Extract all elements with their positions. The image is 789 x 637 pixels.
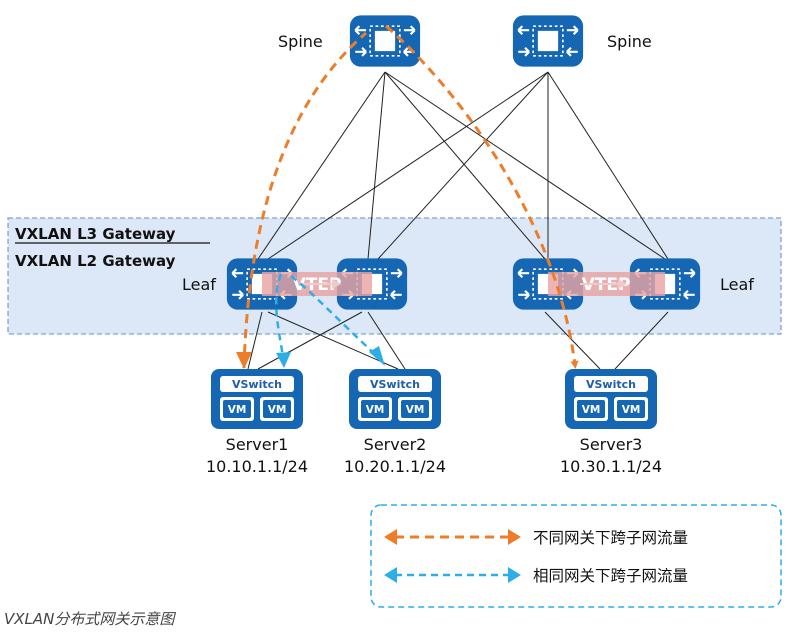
same-gateway-flow-path xyxy=(274,273,285,358)
same-gateway-flow-path xyxy=(290,275,379,358)
legend-box xyxy=(370,504,782,608)
server-ip: 10.20.1.1/24 xyxy=(344,457,446,476)
leaf-label: Leaf xyxy=(182,275,216,294)
vtep-internal-arrow xyxy=(618,279,627,289)
same-gateway-flow-arrowhead xyxy=(369,346,385,366)
vswitch-label: VSwitch xyxy=(370,378,420,391)
legend-orange-swatch xyxy=(384,529,521,545)
vm-label: VM xyxy=(622,404,641,416)
l3-gateway-label: VXLAN L3 Gateway xyxy=(15,225,176,243)
server-name: Server2 xyxy=(364,435,427,454)
server-2[interactable]: VSwitch VM VM xyxy=(349,369,441,429)
cross-gateway-flow-path xyxy=(242,24,575,368)
server-ip: 10.30.1.1/24 xyxy=(560,457,662,476)
vswitch-label: VSwitch xyxy=(586,378,636,391)
vm-label: VM xyxy=(268,404,287,416)
server-ip: 10.10.1.1/24 xyxy=(206,457,308,476)
vm-label: VM xyxy=(366,404,385,416)
spine-leaf-links xyxy=(257,71,669,260)
server-1[interactable]: VSwitch VM VM xyxy=(211,369,303,429)
spine-label: Spine xyxy=(607,32,652,51)
spine-switch[interactable] xyxy=(348,14,422,68)
legend-same-gateway: 相同网关下跨子网流量 xyxy=(533,567,688,585)
vswitch-label: VSwitch xyxy=(232,378,282,391)
server-3[interactable]: VSwitch VM VM xyxy=(565,369,657,429)
server-name: Server3 xyxy=(580,435,643,454)
legend-blue-swatch xyxy=(384,567,521,583)
server-name: Server1 xyxy=(226,435,289,454)
same-gateway-flow-arrowhead xyxy=(276,352,291,368)
cross-gateway-flow-arrowhead xyxy=(236,352,252,369)
leaf-label: Leaf xyxy=(720,275,754,294)
spine-label: Spine xyxy=(278,32,323,51)
leaf-server-links xyxy=(247,311,669,370)
legend-different-gateway: 不同网关下跨子网流量 xyxy=(533,529,688,547)
vtep-internal-arrow xyxy=(332,279,341,289)
vm-label: VM xyxy=(582,404,601,416)
spine-switch[interactable] xyxy=(511,14,585,68)
vm-label: VM xyxy=(228,404,247,416)
figure-caption: VXLAN分布式网关示意图 xyxy=(4,610,176,628)
l2-gateway-label: VXLAN L2 Gateway xyxy=(15,252,176,270)
vm-label: VM xyxy=(406,404,425,416)
